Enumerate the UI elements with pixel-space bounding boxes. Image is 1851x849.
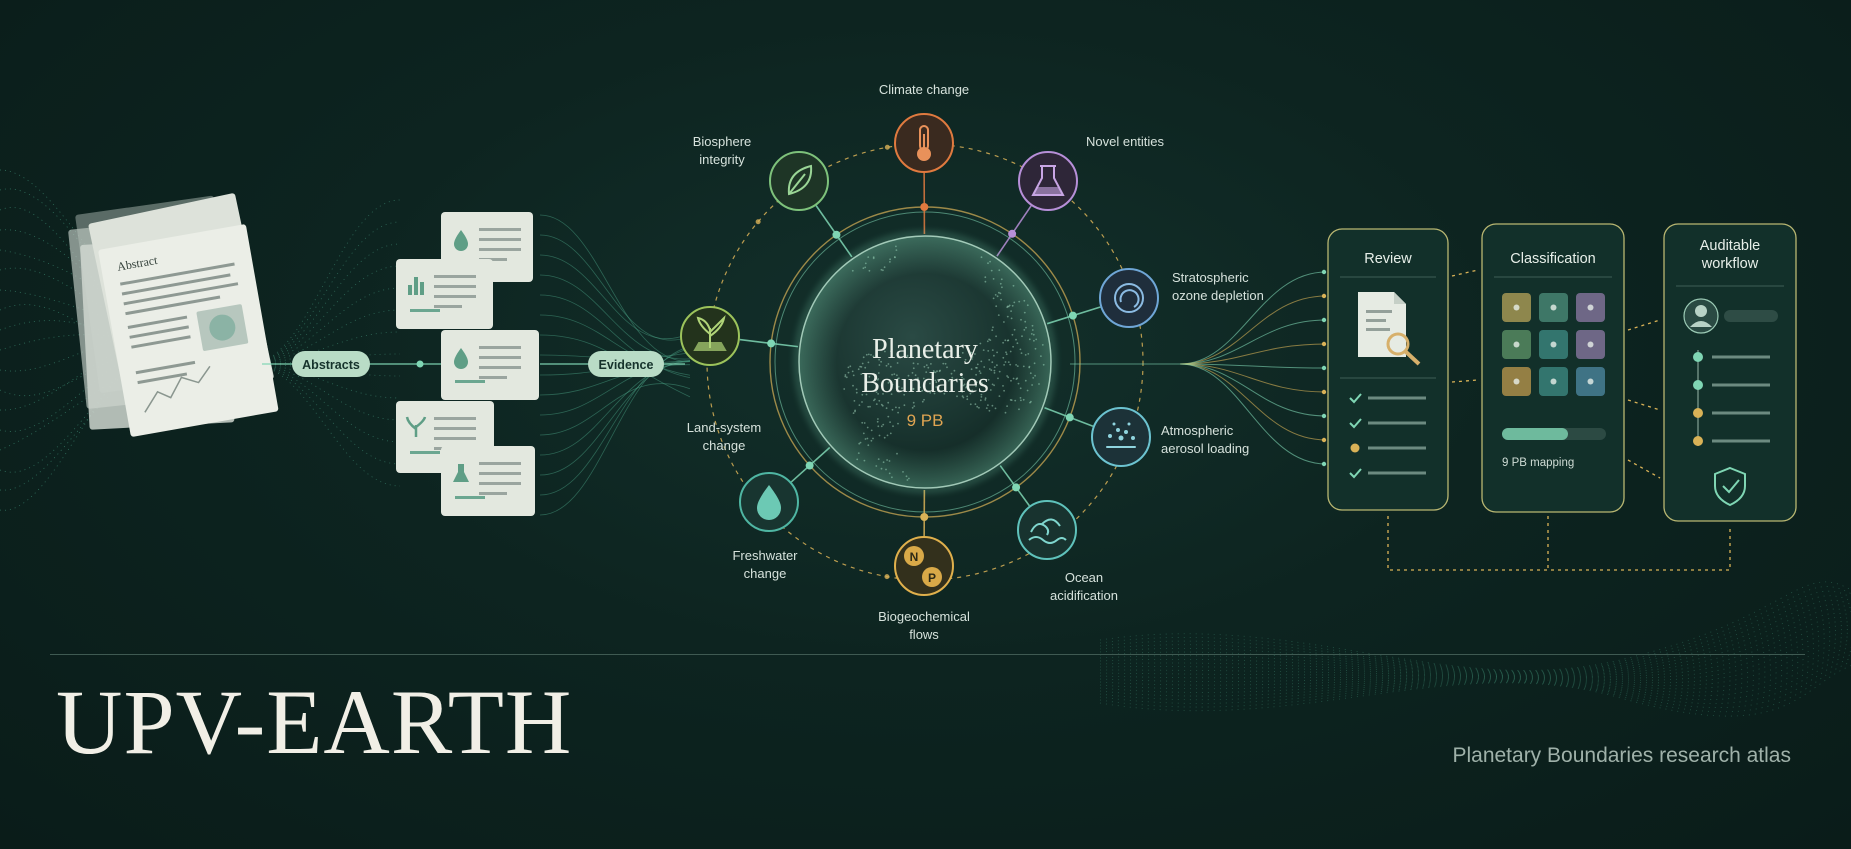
bar-chart-icon [408,277,424,295]
shield-check-icon [1714,466,1746,507]
boundary-label-novel-entities: Novel entities [1086,134,1165,149]
check-icon [1349,418,1362,429]
globe-title-line1: Planetary [872,334,978,365]
abstracts-pill[interactable]: Abstracts [292,351,370,377]
timeline-step [1693,436,1770,446]
classification-cell [1539,293,1568,322]
review-panel[interactable]: Review [1327,228,1449,511]
evidence-card [396,259,493,329]
classification-cell [1502,367,1531,396]
classification-cell [1576,293,1605,322]
globe-boundary-count: 9 PB [907,411,944,430]
evidence-pill[interactable]: Evidence [588,351,664,377]
boundary-nodes: Climate change Novel entities Stratosphe… [680,82,1264,642]
classification-cell [1539,367,1568,396]
review-panel-title: Review [1364,251,1412,267]
svg-text:N: N [910,550,919,564]
wave-icon [1028,518,1067,544]
evidence-card [441,446,535,516]
flask-icon [1031,165,1065,196]
flask-icon [453,464,469,482]
np-icon: N P [904,546,942,587]
timeline-step [1693,380,1770,390]
water-drop-icon [454,230,468,251]
classification-panel[interactable]: Classification 9 PB mapping [1481,223,1625,513]
check-icon [1349,393,1362,404]
checklist-row [1349,468,1426,479]
classification-cell [1576,367,1605,396]
check-icon [1349,468,1362,479]
water-drop-icon [454,348,468,369]
document-search-icon [1358,292,1421,366]
classification-grid [1502,293,1605,396]
mapping-progress-fill [1502,428,1568,440]
tagline: Planetary Boundaries research atlas [1452,744,1791,767]
classification-caption: 9 PB mapping [1502,457,1574,469]
boundary-label-climate-change: Climate change [879,82,969,97]
brand-title: UPV-EARTH [56,671,573,773]
review-checklist [1349,393,1426,479]
checklist-row [1349,393,1426,404]
classification-cell [1576,330,1605,359]
globe: Planetary Boundaries 9 PB [793,230,1057,494]
timeline-step [1693,352,1770,362]
classification-cell [1502,293,1531,322]
audit-timeline [1693,352,1770,446]
abstract-document: Abstract [98,224,279,437]
checklist-row [1350,443,1426,453]
leaf-icon [787,164,813,196]
evidence-pill-label: Evidence [599,358,654,372]
boundary-node-novel-entities[interactable]: Novel entities [1018,134,1165,211]
output-flow-lines [1070,269,1327,467]
divider-line [50,654,1805,655]
thermometer-icon [917,125,931,161]
svg-text:P: P [928,571,936,585]
abstracts-pill-label: Abstracts [302,358,360,372]
user-avatar-icon [1683,298,1719,334]
dotted-ribbon [1099,581,1851,717]
mini-globe-icon [209,314,236,341]
classification-cell [1502,330,1531,359]
sprout-icon [405,416,427,437]
classification-panel-title: Classification [1510,251,1595,267]
document-stack: Abstract [68,193,279,437]
sprout-icon [693,314,727,351]
globe-title-line2: Boundaries [861,368,989,399]
aerosol-icon [1106,422,1136,448]
ozone-ring-icon [1114,283,1144,313]
boundary-node-climate-change[interactable]: Climate change [879,82,969,173]
water-drop-icon [757,485,781,520]
panel-connectors [1387,269,1731,571]
evidence-cards [396,212,539,516]
classification-cell [1539,330,1568,359]
evidence-card [441,330,539,400]
timeline-step [1693,408,1770,418]
checklist-row [1349,418,1426,429]
